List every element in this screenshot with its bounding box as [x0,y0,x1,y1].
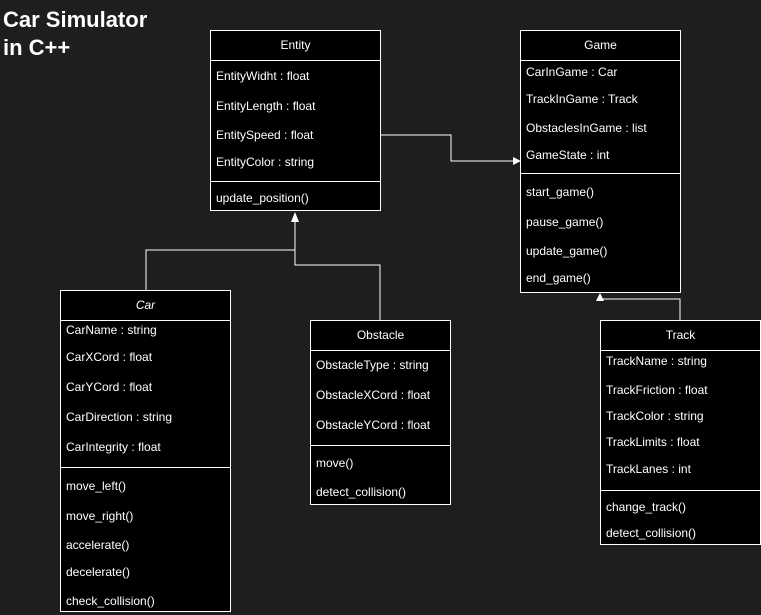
car-attr-ycord: CarYCord : float [66,380,153,394]
game-attributes: CarInGame : Car TrackInGame : Track Obst… [521,61,680,174]
entity-attr-color: EntityColor : string [216,155,315,169]
game-class[interactable]: Game CarInGame : Car TrackInGame : Track… [520,30,681,293]
track-attr-limits: TrackLimits : float [606,435,700,449]
car-class-name: Car [61,291,230,321]
car-attributes: CarName : string CarXCord : float CarYCo… [61,321,230,468]
entity-attr-width: EntityWidht : float [216,69,310,83]
track-attributes: TrackName : string TrackFriction : float… [601,351,760,491]
obstacle-method-detect-collision: detect_collision() [316,485,407,499]
game-method-start: start_game() [526,185,595,199]
track-class-name: Track [601,321,760,351]
obstacle-attributes: ObstacleType : string ObstacleXCord : fl… [311,351,450,446]
obstacle-class-name: Obstacle [311,321,450,351]
game-attr-track: TrackInGame : Track [526,92,638,106]
obstacle-class[interactable]: Obstacle ObstacleType : string ObstacleX… [310,320,451,505]
game-method-update: update_game() [526,244,608,258]
entity-inheritance-arrowhead [291,212,299,222]
game-method-end: end_game() [526,271,591,285]
entity-attributes: EntityWidht : float EntityLength : float… [211,61,380,182]
track-method-change-track: change_track() [606,500,687,514]
car-method-move-right: move_right() [66,509,134,523]
car-method-decelerate: decelerate() [66,565,131,579]
car-method-accelerate: accelerate() [66,538,130,552]
car-method-move-left: move_left() [66,479,127,493]
diagram-title: Car Simulator in C++ [3,7,148,60]
entity-class-name: Entity [211,31,380,61]
obstacle-entity-inheritance-line [294,250,381,320]
entity-game-association-line [381,134,514,162]
obstacle-attr-ycord: ObstacleYCord : float [316,418,431,432]
car-class[interactable]: Car CarName : string CarXCord : float Ca… [60,290,231,612]
game-method-pause: pause_game() [526,215,604,229]
track-class[interactable]: Track TrackName : string TrackFriction :… [600,320,761,545]
track-game-inheritance-line [600,298,681,320]
car-attr-xcord: CarXCord : float [66,350,153,364]
track-attr-color: TrackColor : string [606,409,704,423]
car-attr-integrity: CarIntegrity : float [66,440,161,454]
entity-attr-length: EntityLength : float [216,99,316,113]
game-attr-state: GameState : int [526,148,610,162]
game-association-arrowhead [513,157,521,165]
obstacle-attr-type: ObstacleType : string [316,358,429,372]
game-attr-obstacles: ObstaclesInGame : list [526,121,647,135]
game-inheritance-arrowhead [596,293,604,301]
obstacle-method-move: move() [316,456,354,470]
obstacle-attr-xcord: ObstacleXCord : float [316,388,431,402]
car-attr-name: CarName : string [66,323,157,337]
track-method-detect-collision: detect_collision() [606,526,697,540]
car-attr-direction: CarDirection : string [66,410,173,424]
car-method-check-collision: check_collision() [66,594,155,608]
entity-attr-speed: EntitySpeed : float [216,128,314,142]
game-class-name: Game [521,31,680,61]
game-attr-car: CarInGame : Car [526,65,618,79]
track-attr-friction: TrackFriction : float [606,383,708,397]
entity-class[interactable]: Entity EntityWidht : float EntityLength … [210,30,381,211]
car-entity-inheritance-line [145,222,296,290]
track-attr-lanes: TrackLanes : int [606,462,691,476]
track-attr-name: TrackName : string [606,354,707,368]
entity-method-update-position: update_position() [216,191,309,205]
